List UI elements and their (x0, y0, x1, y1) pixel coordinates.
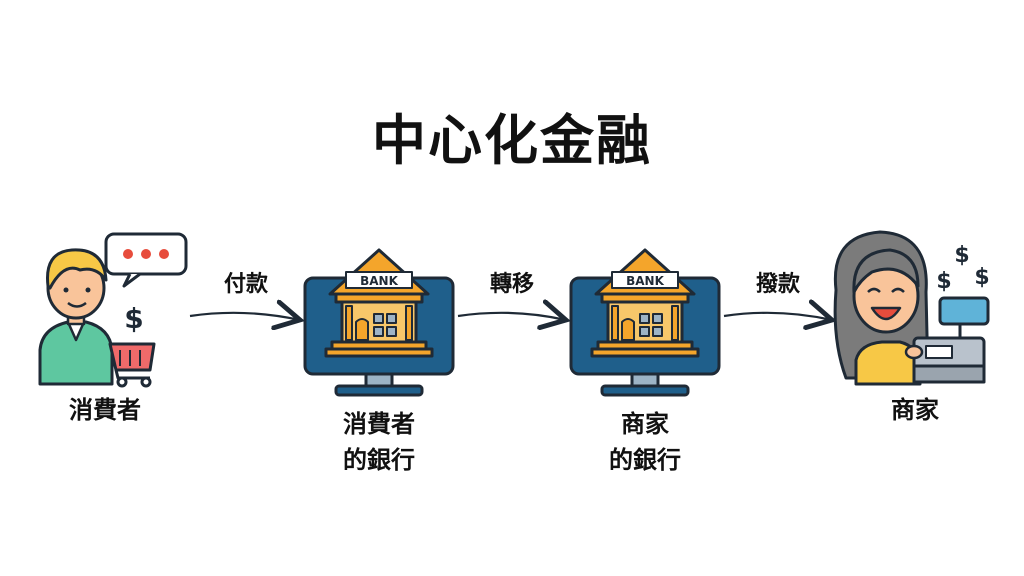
svg-text:$: $ (954, 243, 969, 268)
arrow-pay (189, 313, 300, 320)
flow-label-disburse: 撥款 (755, 272, 800, 297)
arrow-transfer (457, 313, 566, 320)
diagram-title: 中心化金融 (372, 109, 652, 172)
consumer-with-cart-icon: $ (38, 232, 188, 388)
label-consumer-bank-line2: 的銀行 (343, 446, 415, 474)
svg-text:$: $ (124, 302, 143, 335)
merchant-bank-icon (569, 248, 721, 397)
label-consumer-bank-line1: 消費者 (343, 410, 415, 438)
label-merchant-bank-line2: 的銀行 (609, 446, 681, 474)
flow-label-transfer: 轉移 (489, 272, 534, 297)
merchant-bank-sign: BANK (626, 274, 664, 288)
consumer-bank-icon (303, 248, 455, 397)
label-merchant-bank: 商家 的銀行 (580, 406, 710, 478)
label-merchant: 商家 (891, 396, 939, 424)
consumer-bank-sign: BANK (360, 274, 398, 288)
svg-text:$: $ (936, 269, 951, 294)
label-consumer-bank: 消費者 的銀行 (314, 406, 444, 478)
arrow-disburse (723, 313, 832, 320)
flow-label-pay: 付款 (223, 272, 268, 297)
label-consumer: 消費者 (69, 396, 141, 424)
svg-text:$: $ (974, 265, 989, 290)
label-merchant-bank-line1: 商家 (621, 410, 669, 438)
merchant-cash-register-icon: $ $ $ (833, 230, 990, 386)
